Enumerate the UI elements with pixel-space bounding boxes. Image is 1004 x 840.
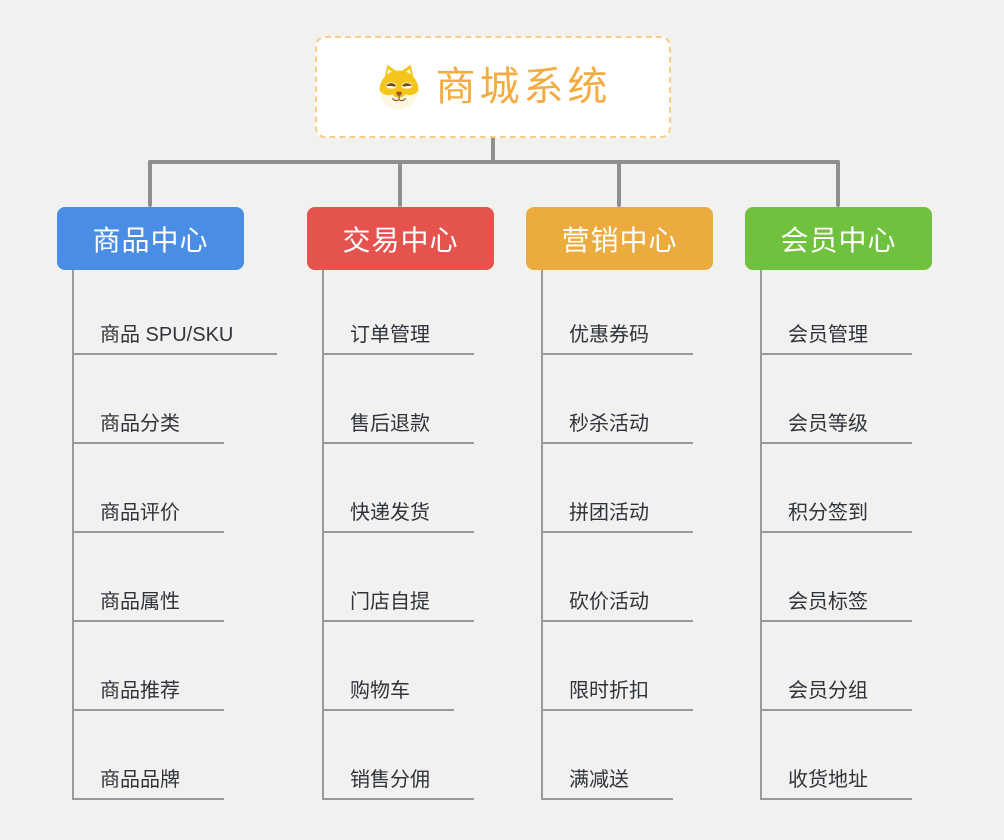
child-node[interactable]: 商品品牌 — [72, 768, 224, 800]
branch-label-trade: 交易中心 — [342, 224, 459, 256]
branch-node-marketing[interactable]: 营销中心 — [526, 207, 713, 270]
child-node[interactable]: 积分签到 — [760, 501, 912, 533]
connector-horizontal — [148, 160, 840, 164]
branch-label-member: 会员中心 — [780, 224, 897, 256]
connector-drop-trade — [398, 160, 402, 207]
child-node[interactable]: 优惠券码 — [541, 323, 693, 355]
branch-label-goods: 商品中心 — [92, 224, 209, 256]
connector-drop-marketing — [617, 160, 621, 207]
child-node[interactable]: 购物车 — [322, 679, 454, 711]
child-node[interactable]: 商品 SPU/SKU — [72, 323, 278, 355]
branch-children: 商品 SPU/SKU 商品分类 商品评价 商品属性 商品推荐 商品品牌 — [72, 270, 317, 810]
branch-label-marketing: 营销中心 — [561, 224, 678, 256]
branch-node-member[interactable]: 会员中心 — [745, 207, 932, 270]
connector-drop-member — [836, 160, 840, 207]
child-node[interactable]: 商品分类 — [72, 412, 224, 444]
shiba-dog-icon — [375, 63, 423, 111]
branch-children: 会员管理 会员等级 积分签到 会员标签 会员分组 收货地址 — [760, 270, 1004, 810]
branch-trunk-line — [760, 270, 762, 800]
connector-drop-goods — [148, 160, 152, 207]
root-node[interactable]: 商城系统 — [315, 36, 671, 138]
branch-children: 优惠券码 秒杀活动 拼团活动 砍价活动 限时折扣 满减送 — [541, 270, 786, 810]
child-node[interactable]: 会员标签 — [760, 590, 912, 622]
child-node[interactable]: 快递发货 — [322, 501, 474, 533]
child-node[interactable]: 商品评价 — [72, 501, 224, 533]
branch-trunk-line — [322, 270, 324, 800]
connector-root-stub — [491, 138, 495, 162]
root-label: 商城系统 — [435, 65, 612, 109]
child-node[interactable]: 会员管理 — [760, 323, 912, 355]
child-node[interactable]: 销售分佣 — [322, 768, 474, 800]
child-node[interactable]: 售后退款 — [322, 412, 474, 444]
child-node[interactable]: 收货地址 — [760, 768, 912, 800]
branch-children: 订单管理 售后退款 快递发货 门店自提 购物车 销售分佣 — [322, 270, 567, 810]
child-node[interactable]: 拼团活动 — [541, 501, 693, 533]
child-node[interactable]: 门店自提 — [322, 590, 474, 622]
branch-trunk-line — [72, 270, 74, 800]
branch-trunk-line — [541, 270, 543, 800]
child-node[interactable]: 限时折扣 — [541, 679, 693, 711]
child-node[interactable]: 商品推荐 — [72, 679, 224, 711]
child-node[interactable]: 砍价活动 — [541, 590, 693, 622]
child-node[interactable]: 商品属性 — [72, 590, 224, 622]
child-node[interactable]: 满减送 — [541, 768, 673, 800]
child-node[interactable]: 订单管理 — [322, 323, 474, 355]
branch-node-trade[interactable]: 交易中心 — [307, 207, 494, 270]
branch-node-goods[interactable]: 商品中心 — [57, 207, 244, 270]
child-node[interactable]: 秒杀活动 — [541, 412, 693, 444]
child-node[interactable]: 会员等级 — [760, 412, 912, 444]
child-node[interactable]: 会员分组 — [760, 679, 912, 711]
